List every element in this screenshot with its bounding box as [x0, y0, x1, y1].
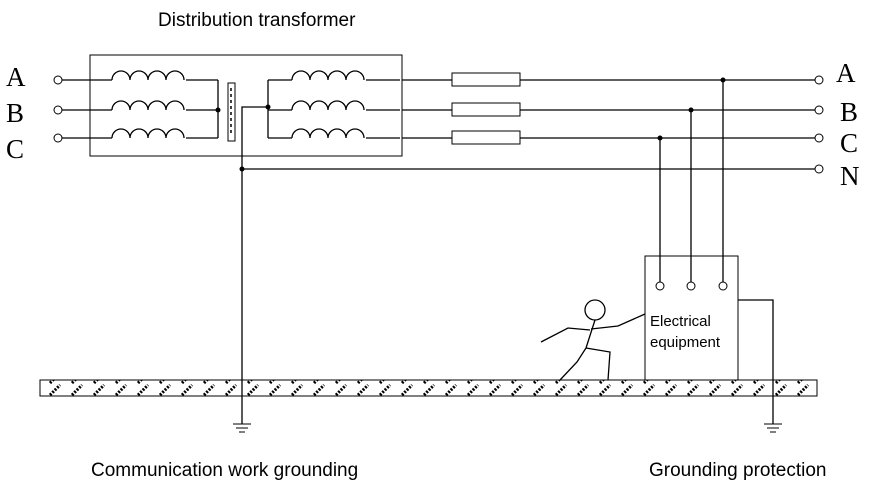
- left-terminals: [53, 75, 90, 143]
- right-phase-c-label: C: [840, 128, 858, 158]
- neutral-conductor: [241, 106, 815, 424]
- diagram-title: Distribution transformer: [158, 10, 356, 31]
- right-phase-a-label: A: [836, 58, 856, 88]
- earth-strip: [39, 379, 818, 397]
- work-ground-symbol: [233, 423, 251, 433]
- right-terminals: [814, 75, 824, 174]
- equipment-taps: [659, 80, 724, 282]
- protective-earth-conductor: [738, 299, 774, 424]
- equipment-terminals: [655, 281, 728, 291]
- grounding-protection-label: Grounding protection: [649, 460, 826, 481]
- fuse-c: [451, 130, 521, 145]
- right-phase-n-label: N: [840, 161, 860, 191]
- fuses: [451, 72, 521, 145]
- left-phase-a-label: A: [6, 62, 26, 92]
- secondary-windings: [267, 70, 400, 139]
- fuse-a: [451, 72, 521, 87]
- left-phase-b-label: B: [6, 98, 24, 128]
- left-phase-c-label: C: [6, 134, 24, 164]
- right-phase-b-label: B: [840, 97, 858, 127]
- output-lines: [402, 79, 815, 139]
- equipment-label-line1: Electrical: [650, 313, 711, 330]
- work-grounding-label: Communication work grounding: [91, 460, 358, 481]
- fuse-b: [451, 102, 521, 117]
- transformer-core: [227, 82, 236, 142]
- protection-ground-symbol: [764, 423, 782, 433]
- person-figure: [540, 299, 646, 381]
- primary-windings: [90, 70, 219, 139]
- transformer-box: [89, 54, 403, 157]
- equipment-label-line2: equipment: [650, 334, 721, 351]
